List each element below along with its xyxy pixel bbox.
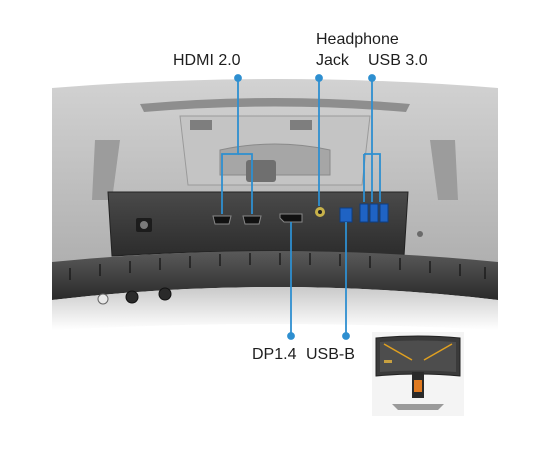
top-vent xyxy=(140,98,410,112)
power-jack-icon xyxy=(136,218,152,232)
usb-b-port-icon xyxy=(339,207,353,223)
hdmi-callout-b xyxy=(238,153,253,214)
lock-slot xyxy=(417,231,423,237)
dp-label: DP1.4 xyxy=(252,346,297,363)
usb3-label: USB 3.0 xyxy=(368,52,428,69)
displayport-icon xyxy=(279,213,303,223)
usb3-branch xyxy=(364,153,381,202)
monitor-front-thumbnail xyxy=(372,332,464,416)
hdmi-callout xyxy=(221,78,239,214)
vent-slots xyxy=(69,253,486,280)
usb-a-port-icon xyxy=(359,203,389,223)
hdmi-label: HDMI 2.0 xyxy=(173,52,241,69)
mount-tab-right xyxy=(290,120,312,130)
headphone-jack-label: Jack xyxy=(316,52,349,69)
callout-lines xyxy=(221,74,381,340)
headphone-label: Headphone xyxy=(316,31,399,48)
joystick-icon xyxy=(97,287,172,305)
side-grip-left xyxy=(92,140,120,200)
side-grip-right xyxy=(430,140,458,200)
mount-tab-left xyxy=(190,120,212,130)
hinge-block xyxy=(246,160,276,182)
audio-jack-icon xyxy=(315,207,325,217)
monitor-lower-shell xyxy=(52,287,498,330)
usbb-label: USB-B xyxy=(306,346,355,363)
hdmi-port-icon xyxy=(212,215,262,225)
